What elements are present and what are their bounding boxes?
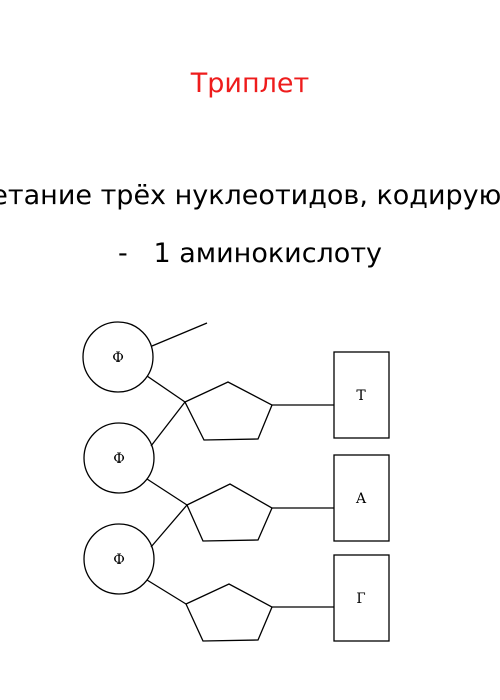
description-line-1: Сочетание трёх нуклеотидов, кодирующее [0,180,500,211]
sugar-pentagon-3 [185,583,273,642]
sugar-pentagon-1 [184,381,273,441]
phosphate-label-1: Ф [112,350,124,366]
chain-tail-line [151,322,208,347]
phosphate-sugar-bond-1 [146,375,186,403]
phosphate-circle-1 [82,321,154,393]
base-box-2 [333,454,390,542]
phosphate-label-2: Ф [113,451,125,467]
phosphate-sugar-bond-3 [146,579,187,605]
phosphate-circle-3 [83,523,155,595]
base-label-2: А [356,491,367,507]
phosphate-sugar-bond-2 [146,478,188,506]
sugar-next-phosphate-bond-2 [150,504,188,548]
slide-title: Триплет [190,68,310,99]
base-box-3 [333,554,390,642]
sugar-pentagon-2 [186,483,273,542]
phosphate-circle-2 [83,422,155,494]
base-label-3: Г [356,591,365,607]
base-box-1 [333,351,390,439]
description-line-2: - 1 аминокислоту [117,238,383,269]
phosphate-label-3: Ф [113,552,125,568]
base-label-1: Т [356,388,366,404]
sugar-next-phosphate-bond-1 [150,401,186,447]
